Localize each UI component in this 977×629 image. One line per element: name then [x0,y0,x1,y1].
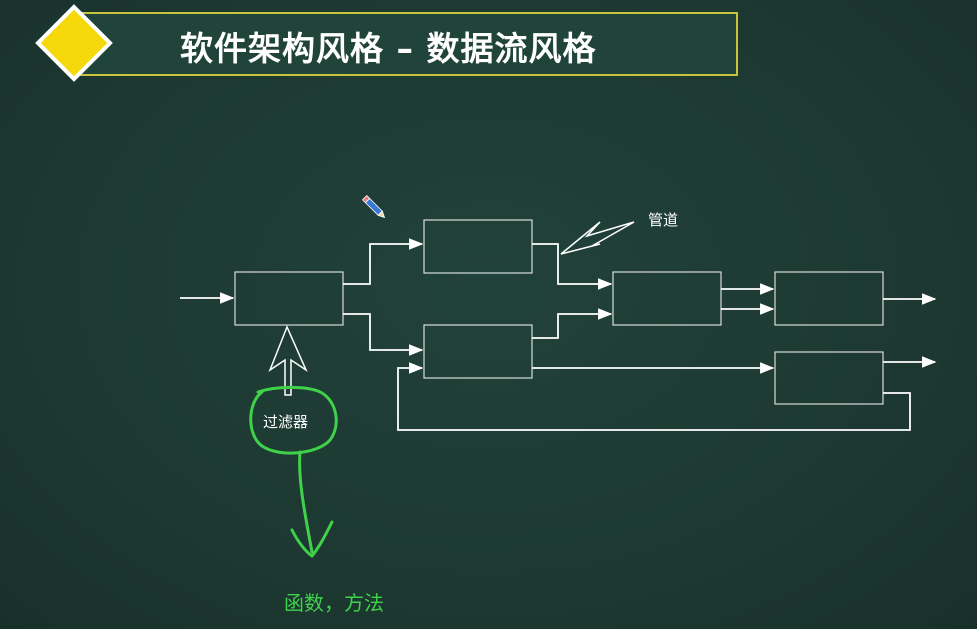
filter-box-top [423,219,533,274]
filter-circle-annotation [249,385,338,455]
pipe-feedback-loop [397,362,911,431]
pencil-icon [361,194,386,219]
annotation-arrow-shaft [298,450,314,554]
filter-box-source [234,271,344,326]
title-bar [78,12,738,76]
pipe-source-to-top [343,238,424,285]
filter-box-bottom [423,324,533,379]
filter-box-output-2 [774,351,884,405]
pipe-label: 管道 [648,211,678,229]
filter-box-output-1 [774,271,884,326]
pipe-callout-arrow [560,221,635,255]
page-title: 软件架构风格 – 数据流风格 [180,29,597,68]
title-diamond-icon [35,4,113,82]
filter-box-merge [612,271,722,326]
pipe-top-to-merge [532,243,613,290]
annotation-arrow-head [290,520,334,558]
function-method-note: 函数，方法 [284,591,384,615]
filter-label: 过滤器 [263,413,308,431]
filter-callout-arrow [268,325,308,396]
pipe-source-to-bottom [343,313,424,356]
pipe-bottom-to-merge [532,308,613,339]
